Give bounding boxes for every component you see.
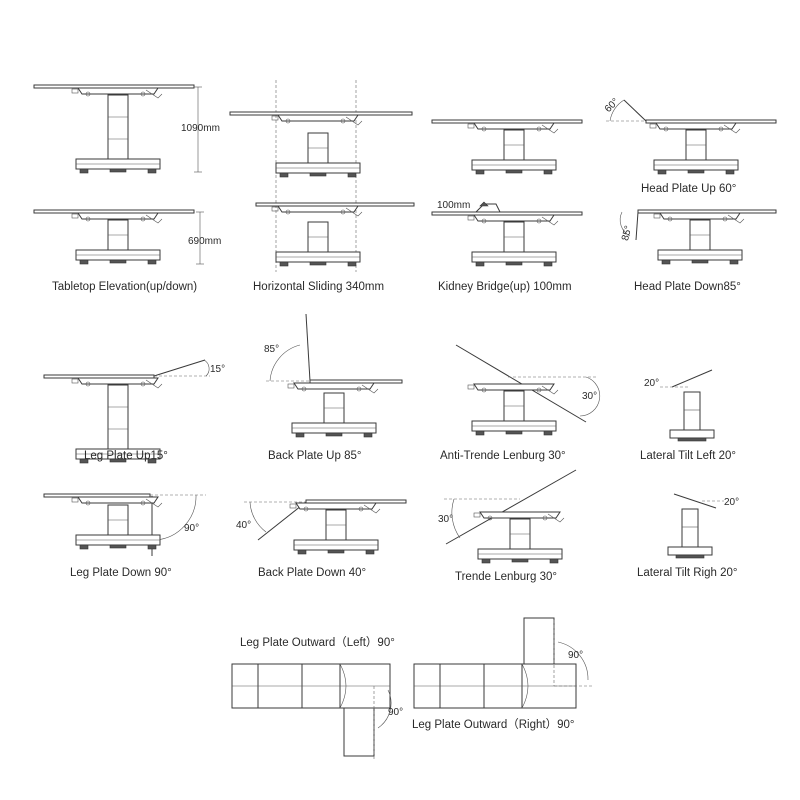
figure-back-down: 40° Back Plate Down 40°	[236, 499, 407, 579]
caption-kidney: Kidney Bridge(up) 100mm	[438, 281, 572, 293]
trend-angle: 30°	[438, 514, 453, 525]
tilt-right-angle: 20°	[724, 497, 739, 508]
table-sliding-left	[255, 202, 415, 267]
figure-leg-down: 90° Leg Plate Down 90°	[43, 493, 206, 579]
caption-tilt-left: Lateral Tilt Left 20°	[640, 450, 736, 462]
caption-leg-up: Leg Plate Up15°	[84, 450, 168, 462]
caption-elevation: Tabletop Elevation(up/down)	[52, 281, 197, 293]
anti-trend-angle: 30°	[582, 391, 597, 402]
table-kidney-normal	[431, 119, 583, 175]
figure-kidney-bridge: 100mm Kidney Bridge(up) 100mm	[431, 119, 583, 293]
caption-back-down: Back Plate Down 40°	[258, 567, 366, 579]
figure-back-up: 85° Back Plate Up 85°	[264, 313, 403, 462]
caption-back-up: Back Plate Up 85°	[268, 450, 361, 462]
figure-tilt-left: 20° Lateral Tilt Left 20°	[640, 369, 736, 462]
caption-trend: Trende Lenburg 30°	[455, 571, 557, 583]
leg-out-right-angle: 90°	[568, 650, 583, 661]
head-down-angle: 85°	[620, 225, 635, 242]
caption-head-up: Head Plate Up 60°	[641, 183, 736, 195]
table-sliding-right	[229, 111, 413, 178]
table-kidney-raised	[431, 201, 583, 267]
table-head-up: 60° Head Plate Up 60°	[603, 96, 777, 195]
kidney-dimension-label: 100mm	[437, 200, 470, 211]
leg-out-left-angle: 90°	[388, 707, 403, 718]
figure-tilt-right: 20° Lateral Tilt Righ 20°	[637, 493, 739, 579]
caption-sliding: Horizontal Sliding 340mm	[253, 281, 384, 293]
max-height-label: 1090mm	[181, 123, 220, 134]
caption-tilt-right: Lateral Tilt Righ 20°	[637, 567, 738, 579]
min-height-label: 690mm	[188, 236, 221, 247]
tilt-left-angle: 20°	[644, 378, 659, 389]
figure-leg-up: 15° Leg Plate Up15°	[43, 359, 225, 464]
figure-leg-out-left: Leg Plate Outward（Left）90° 90°	[231, 636, 403, 760]
figure-sliding: Horizontal Sliding 340mm	[229, 80, 415, 293]
caption-leg-down: Leg Plate Down 90°	[70, 567, 172, 579]
figure-elevation: 1090mm 690mm Tabletop Elevation(up/down)	[33, 84, 221, 293]
caption-head-down: Head Plate Down85°	[634, 281, 741, 293]
figure-trend: 30° Trende Lenburg 30°	[438, 469, 577, 583]
leg-up-angle: 15°	[210, 364, 225, 375]
back-up-angle: 85°	[264, 344, 279, 355]
head-up-angle: 60°	[603, 96, 621, 114]
table-head-down: 85° Head Plate Down85°	[619, 209, 777, 293]
figure-leg-out-right: 90° Leg Plate Outward（Right）90°	[412, 617, 592, 731]
table-elevation-low	[33, 209, 195, 265]
table-elevation-high	[33, 84, 195, 174]
back-down-angle: 40°	[236, 520, 251, 531]
leg-down-angle: 90°	[184, 523, 199, 534]
caption-leg-out-right: Leg Plate Outward（Right）90°	[412, 718, 575, 731]
caption-leg-out-left: Leg Plate Outward（Left）90°	[240, 636, 395, 649]
figure-anti-trend: 30° Anti-Trende Lenburg 30°	[440, 344, 601, 462]
figure-head-plate: 60° Head Plate Up 60° 85° Head Plate Dow…	[603, 96, 777, 293]
caption-anti-trend: Anti-Trende Lenburg 30°	[440, 450, 566, 462]
